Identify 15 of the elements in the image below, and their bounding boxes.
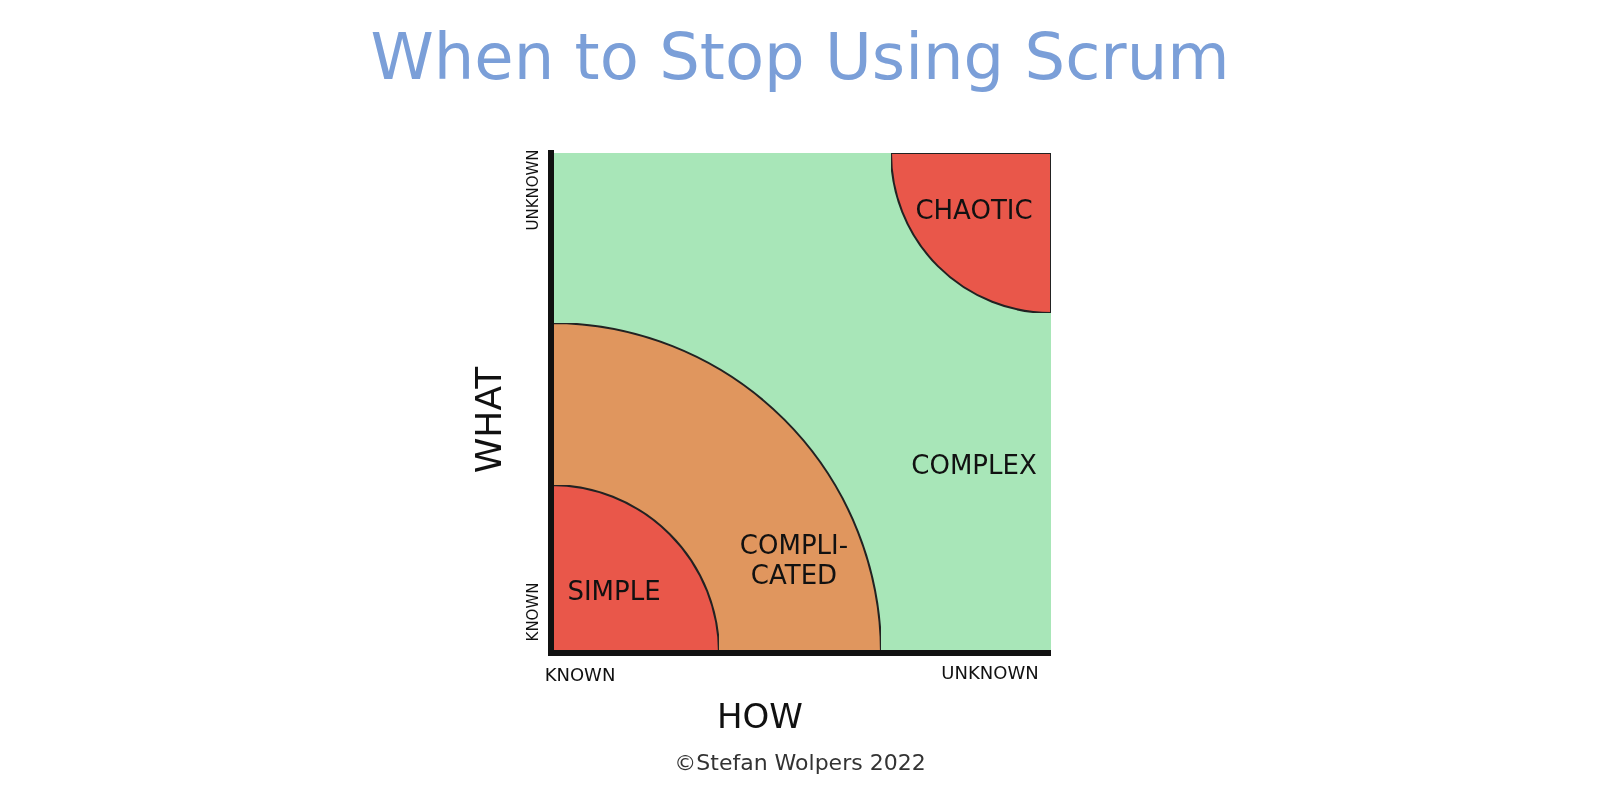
axis-title: HOW <box>717 696 803 736</box>
axis-title: WHAT <box>467 366 509 474</box>
region-label: COMPLI- CATED <box>738 531 850 591</box>
region-label: COMPLEX <box>911 451 1037 481</box>
region-label: CHAOTIC <box>915 196 1033 226</box>
axis-tick-label: UNKNOWN <box>941 661 1039 683</box>
axis-tick-label: KNOWN <box>544 663 616 685</box>
axis-tick-label: UNKNOWN <box>524 149 542 231</box>
caption: ©Stefan Wolpers 2022 <box>673 750 927 775</box>
region-label: SIMPLE <box>567 577 661 607</box>
complicated-region <box>551 323 881 653</box>
simple-region <box>551 485 719 653</box>
chaotic-region <box>891 153 1051 313</box>
title: When to Stop Using Scrum <box>369 20 1231 94</box>
axis-tick-label: KNOWN <box>524 582 542 642</box>
